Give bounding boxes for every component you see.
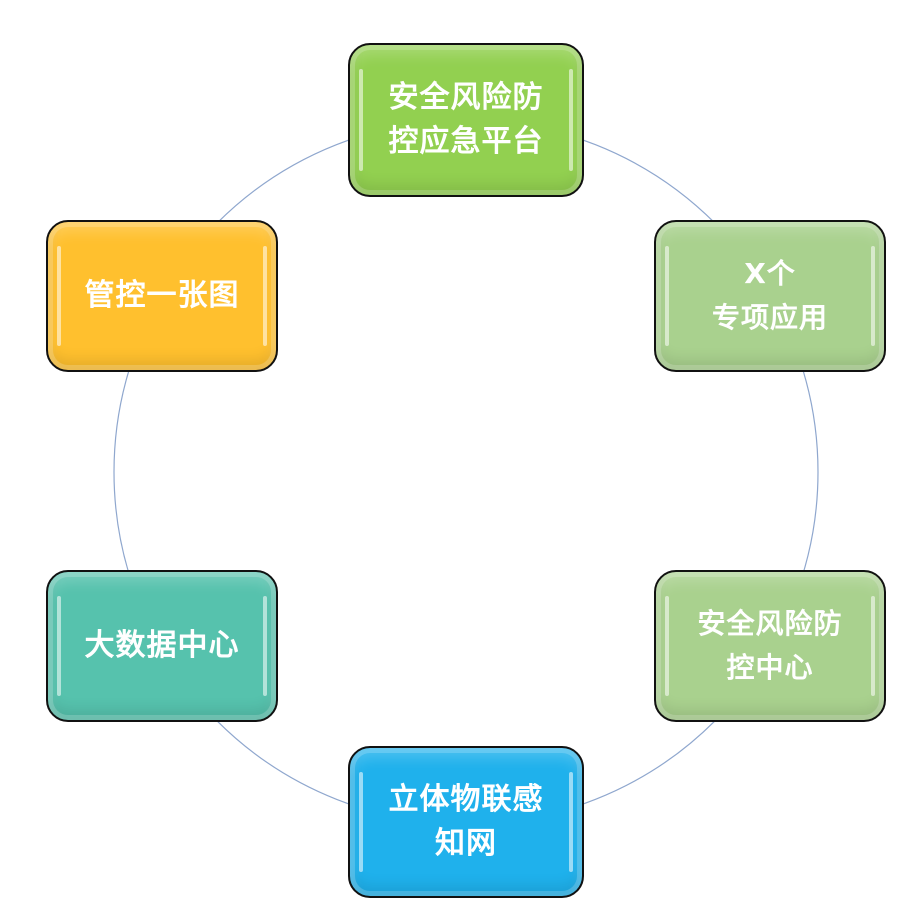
node-risk-platform-label: 安全风险防 控应急平台 xyxy=(388,80,544,159)
node-control-map-label: 管控一张图 xyxy=(84,278,240,313)
node-special-apps: X个 专项应用 xyxy=(654,220,886,372)
node-big-data-center: 大数据中心 xyxy=(46,570,278,722)
node-big-data-center-label: 大数据中心 xyxy=(84,628,240,663)
node-special-apps-label: X个 专项应用 xyxy=(711,257,828,334)
node-risk-center: 安全风险防 控中心 xyxy=(654,570,886,722)
node-risk-platform: 安全风险防 控应急平台 xyxy=(348,43,584,197)
node-iot-network-label: 立体物联感 知网 xyxy=(388,782,544,861)
node-risk-center-label: 安全风险防 控中心 xyxy=(697,607,843,684)
node-control-map: 管控一张图 xyxy=(46,220,278,372)
node-iot-network: 立体物联感 知网 xyxy=(348,746,584,898)
